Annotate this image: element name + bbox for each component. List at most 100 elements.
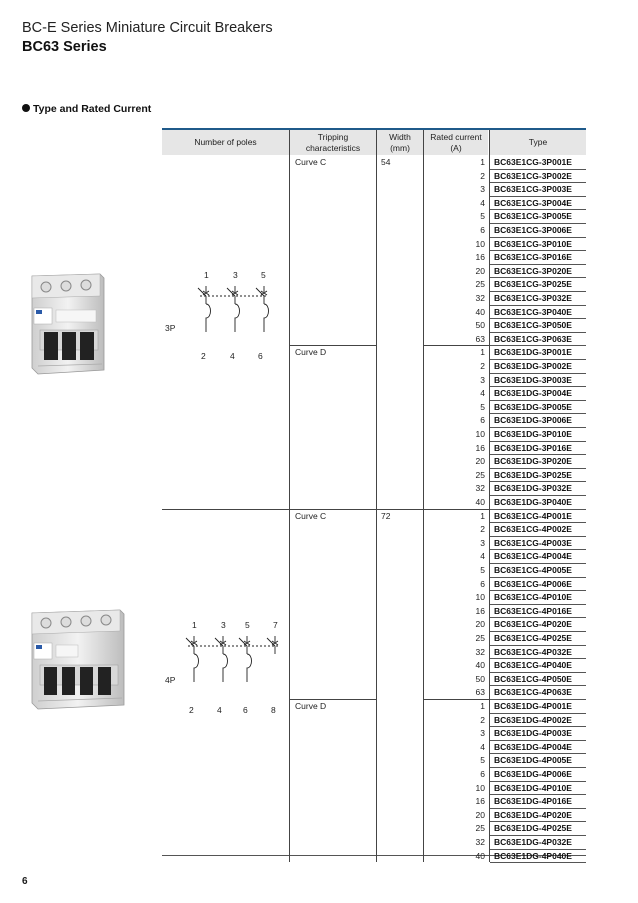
type-code: BC63E1CG-3P005E xyxy=(494,211,572,222)
row-divider xyxy=(490,223,586,224)
group-divider xyxy=(162,508,489,510)
type-code: BC63E1CG-3P010E xyxy=(494,238,572,249)
rated-current-value: 4 xyxy=(480,551,485,562)
width-value: 54 xyxy=(381,157,391,167)
rated-current-value: 32 xyxy=(475,483,485,494)
rated-current-value: 6 xyxy=(480,769,485,779)
rated-current-value: 16 xyxy=(475,605,485,616)
row-divider xyxy=(490,644,586,646)
type-code: BC63E1DG-4P025E xyxy=(494,823,572,834)
row-divider xyxy=(490,807,586,809)
rated-current-value: 1 xyxy=(480,510,485,521)
type-code: BC63E1DG-3P016E xyxy=(494,442,572,453)
type-code: BC63E1DG-4P020E xyxy=(494,809,572,820)
type-code: BC63E1DG-4P006E xyxy=(494,769,572,779)
rated-current-value: 1 xyxy=(480,701,485,711)
type-code: BC63E1DG-4P032E xyxy=(494,837,572,847)
row-divider xyxy=(490,685,586,687)
type-code: BC63E1CG-4P020E xyxy=(494,619,572,630)
rated-current-value: 5 xyxy=(480,565,485,575)
row-divider xyxy=(490,195,586,197)
row-divider xyxy=(490,345,586,347)
type-code: BC63E1CG-4P006E xyxy=(494,578,572,589)
type-code: BC63E1CG-4P003E xyxy=(494,537,572,548)
type-code: BC63E1CG-3P040E xyxy=(494,306,572,317)
page-header-series: BC-E Series Miniature Circuit Breakers xyxy=(22,20,273,36)
row-divider xyxy=(490,563,586,564)
row-divider xyxy=(490,794,586,796)
row-divider xyxy=(490,522,586,524)
rated-current-value: 3 xyxy=(480,537,485,548)
row-divider xyxy=(490,821,586,823)
rated-current-value: 2 xyxy=(480,524,485,535)
rated-current-value: 20 xyxy=(475,619,485,630)
row-divider xyxy=(490,767,586,768)
type-code: BC63E1DG-4P040E xyxy=(494,850,572,861)
row-divider xyxy=(490,182,586,184)
type-code: BC63E1DG-3P020E xyxy=(494,456,572,467)
poles-3p-label: 3P xyxy=(165,323,176,333)
type-code: BC63E1CG-3P004E xyxy=(494,197,572,208)
rated-current-value: 32 xyxy=(475,293,485,303)
row-divider xyxy=(490,549,586,551)
type-code: BC63E1DG-3P025E xyxy=(494,469,572,480)
type-code: BC63E1DG-3P040E xyxy=(494,497,572,507)
rated-current-value: 25 xyxy=(475,633,485,643)
row-divider xyxy=(490,753,586,755)
poles-4p-label: 4P xyxy=(165,675,176,685)
column-divider xyxy=(289,130,290,863)
section-title: Type and Rated Current xyxy=(22,103,151,115)
bullet-icon xyxy=(22,104,30,112)
rated-current-value: 16 xyxy=(475,796,485,807)
row-divider xyxy=(490,263,586,265)
row-divider xyxy=(490,576,586,578)
terminal-label: 7 xyxy=(273,620,278,630)
row-divider xyxy=(490,862,586,864)
rated-current-value: 20 xyxy=(475,809,485,820)
type-code: BC63E1DG-4P004E xyxy=(494,741,572,752)
row-divider xyxy=(490,318,586,320)
type-code: BC63E1CG-4P004E xyxy=(494,551,572,562)
type-code: BC63E1CG-4P001E xyxy=(494,510,572,521)
row-divider xyxy=(490,835,586,836)
terminal-label: 4 xyxy=(230,351,235,361)
row-divider xyxy=(490,304,586,306)
row-divider xyxy=(490,399,586,401)
page-number: 6 xyxy=(22,876,28,887)
curve-divider xyxy=(289,345,377,347)
terminal-label: 1 xyxy=(204,270,209,280)
type-code: BC63E1DG-3P010E xyxy=(494,429,572,439)
tripping-curve-label: Curve D xyxy=(295,701,327,711)
type-code: BC63E1CG-3P050E xyxy=(494,320,572,331)
row-divider xyxy=(490,427,586,428)
row-divider xyxy=(490,386,586,388)
rated-current-value: 2 xyxy=(480,714,485,725)
wiring-diagram-4p xyxy=(185,636,279,682)
row-divider xyxy=(490,848,586,850)
col-header-poles: Number of poles xyxy=(162,130,289,155)
rated-current-value: 10 xyxy=(475,592,485,603)
type-code: BC63E1DG-3P032E xyxy=(494,483,572,494)
row-divider xyxy=(490,454,586,456)
type-code: BC63E1DG-3P006E xyxy=(494,415,572,426)
terminal-label: 3 xyxy=(233,270,238,280)
rated-current-value: 1 xyxy=(480,347,485,358)
rated-current-value: 6 xyxy=(480,415,485,426)
row-divider xyxy=(490,291,586,292)
type-code: BC63E1CG-3P002E xyxy=(494,170,572,181)
col-header-rated-current: Rated current (A) xyxy=(424,130,488,155)
col-header-type: Type xyxy=(490,130,586,155)
row-divider xyxy=(490,209,586,211)
section-title-text: Type and Rated Current xyxy=(33,103,152,115)
rated-current-value: 4 xyxy=(480,741,485,752)
row-divider xyxy=(490,440,586,442)
wiring-diagram-3p xyxy=(197,286,269,332)
rated-current-value: 6 xyxy=(480,225,485,235)
row-divider xyxy=(490,699,586,700)
row-divider xyxy=(490,359,586,360)
row-divider xyxy=(490,671,586,673)
type-code: BC63E1DG-3P002E xyxy=(494,361,572,371)
breaker-3p-photo xyxy=(31,273,105,375)
terminal-label: 3 xyxy=(221,620,226,630)
rated-current-value: 40 xyxy=(475,306,485,317)
